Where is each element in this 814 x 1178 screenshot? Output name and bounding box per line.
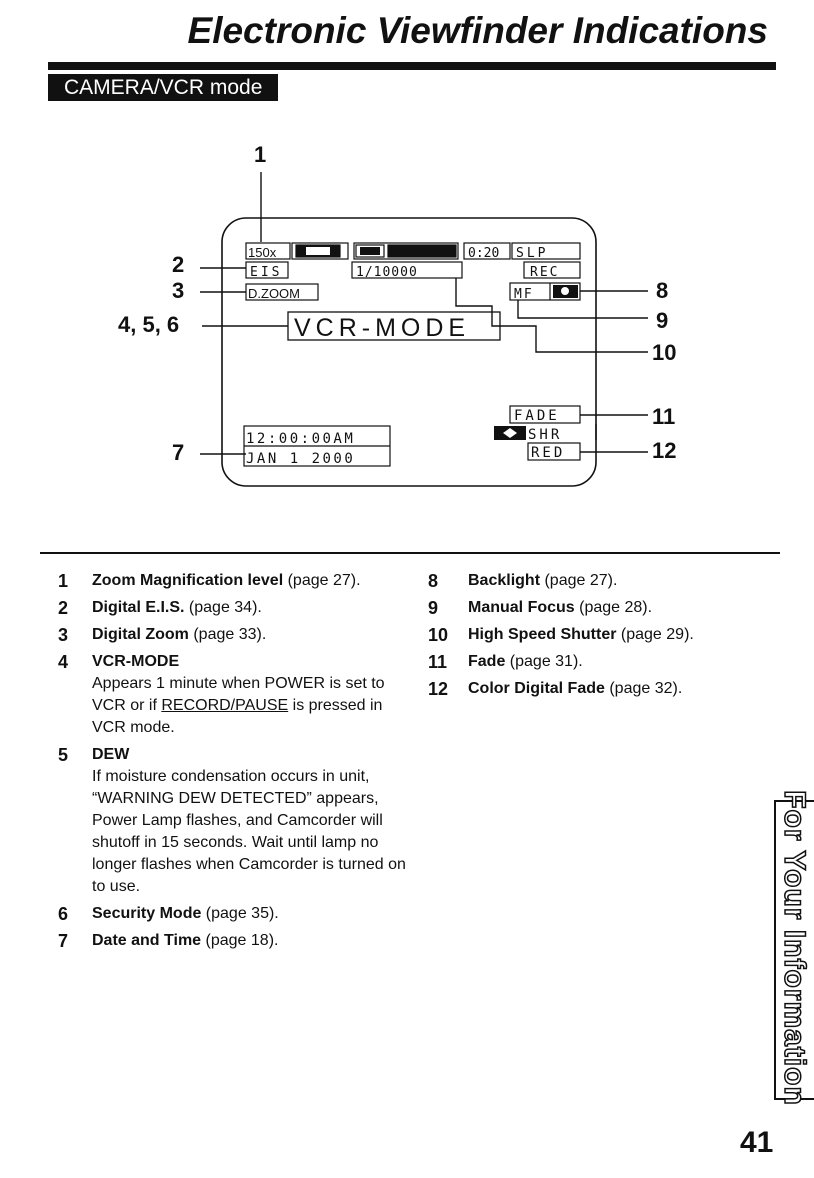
legend-term: Fade [468,653,506,670]
callout-7: 7 [172,440,184,465]
osd-mf: MF [514,287,534,302]
legend-term: Digital Zoom [92,626,189,643]
legend-item: 6 Security Mode (page 35). [58,903,418,925]
osd-mode-text: VCR-MODE [294,314,470,342]
legend-number: 4 [58,652,69,672]
legend-ref: (page 31). [505,653,583,670]
page-title: Electronic Viewfinder Indications [187,10,768,51]
osd-row-2 [245,261,581,279]
osd-mode-box [287,311,501,341]
callout-1: 1 [254,142,266,167]
legend-ref: (page 27). [283,572,361,589]
legend-number: 12 [428,679,449,699]
legend-number: 8 [428,571,439,591]
legend-item: 4 VCR-MODE Appears 1 minute when POWER is… [58,651,418,739]
legend-ref: (page 34). [184,599,262,616]
backlight-circle-icon [561,287,569,295]
osd-rec: REC [530,265,559,280]
legend-term: DEW [92,746,130,763]
legend-ref: (page 33). [188,626,267,643]
legend-term: Digital E.I.S. [92,599,185,616]
color-fade-diamond-icon [503,428,517,438]
legend-item: 9 Manual Focus (page 28). [428,597,768,619]
battery-icon [306,247,330,255]
osd-zoom: 150x [248,245,277,260]
legend-item: 3 Digital Zoom (page 33). [58,624,418,646]
legend-number: 7 [58,931,69,951]
legend-item: 10 High Speed Shutter (page 29). [428,624,768,646]
legend-term: High Speed Shutter [468,626,617,643]
legend-item: 7 Date and Time (page 18). [58,930,418,952]
legend-description: Appears 1 minute when POWER is set to VC… [92,675,385,736]
osd-dzoom: D.ZOOM [248,286,300,301]
side-tab-frame [774,800,814,1100]
legend-item: 5 DEW If moisture condensation occurs in … [58,744,418,898]
legend-ref: (page 29). [616,626,694,643]
osd-time: 12:00:00AM [246,431,355,447]
legend-term: Zoom Magnification level [92,572,284,589]
legend-item: 12 Color Digital Fade (page 32). [428,678,768,700]
legend-number: 2 [58,598,69,618]
osd-tape-speed: SLP [516,246,548,261]
legend-item: 1 Zoom Magnification level (page 27). [58,570,418,592]
osd-shr: SHR [528,427,562,443]
callout-4-5-6: 4, 5, 6 [118,312,179,337]
osd-eis: EIS [250,265,282,280]
callout-2: 2 [172,252,184,277]
legend-left: 1 Zoom Magnification level (page 27). 2 … [58,570,418,957]
callout-10: 10 [652,340,676,365]
legend-item: 11 Fade (page 31). [428,651,768,673]
record-pause-label: RECORD/PAUSE [161,697,289,714]
title-rule [48,62,776,70]
viewfinder-diagram: 1 2 3 4, 5, 6 7 8 9 10 11 12 150x 0:20 S… [118,142,676,487]
osd-fade: FADE [514,408,560,424]
legend-term: Color Digital Fade [468,680,605,697]
side-tab: For Your Information [775,789,813,1106]
legend-number: 1 [58,571,69,591]
legend-number: 9 [428,598,439,618]
callout-12: 12 [652,438,676,463]
leader-lines [200,172,648,455]
osd-tape-remain: 0:20 [468,246,499,261]
cassette-icon [360,247,380,255]
legend-number: 6 [58,904,69,924]
legend-item: 8 Backlight (page 27). [428,570,768,592]
legend-number: 10 [428,625,449,645]
osd-shutter: 1/10000 [356,265,418,280]
legend-number: 5 [58,745,69,765]
legend-description: If moisture condensation occurs in unit,… [92,768,406,895]
osd-red: RED [531,445,565,461]
legend-term: Backlight [468,572,541,589]
legend-ref: (page 32). [604,680,683,697]
osd-fade-box [509,405,581,461]
legend-ref: (page 27). [540,572,618,589]
osd-date: JAN 1 2000 [246,451,355,467]
legend-item: 2 Digital E.I.S. (page 34). [58,597,418,619]
side-tab-label: For Your Information [777,789,812,1106]
page-number: 41 [740,1126,774,1159]
callout-11: 11 [652,404,675,429]
legend-number: 3 [58,625,69,645]
legend-term: Date and Time [92,932,202,949]
callout-3: 3 [172,278,184,303]
osd-row-3 [245,282,581,301]
section-label: CAMERA/VCR mode [48,74,279,101]
section-divider [40,552,780,554]
callout-9: 9 [656,308,668,333]
legend-number: 11 [428,652,448,672]
legend-term: Security Mode [92,905,202,922]
osd-datetime-box [243,425,391,467]
legend-ref: (page 28). [574,599,653,616]
legend-term: Manual Focus [468,599,575,616]
legend-right: 8 Backlight (page 27). 9 Manual Focus (p… [428,570,768,705]
legend-ref: (page 35). [201,905,279,922]
legend-ref: (page 18). [201,932,279,949]
callout-8: 8 [656,278,668,303]
legend-term: VCR-MODE [92,653,180,670]
